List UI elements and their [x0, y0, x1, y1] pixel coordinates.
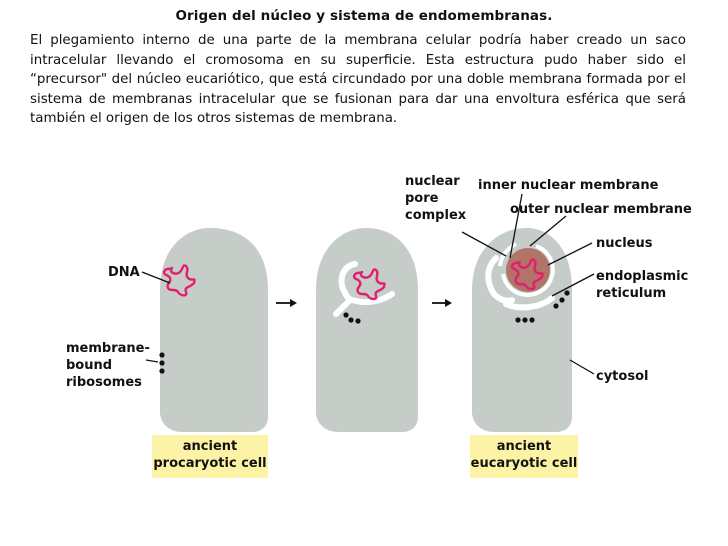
nucleus: [506, 248, 550, 292]
endoplasmic-reticulum: [503, 295, 555, 311]
nuclear-pore-label-line1: nuclear: [405, 174, 460, 189]
caption-line: eucaryotic cell: [470, 456, 578, 471]
dna-strand: [162, 264, 196, 297]
membrane-bound-label-line2: bound: [66, 358, 112, 373]
transition-arrow: [432, 299, 452, 307]
dna-strand: [352, 268, 386, 301]
dna-strand: [510, 258, 544, 291]
inner-membrane-pointer: [509, 193, 523, 259]
cytosol-pointer: [569, 359, 595, 375]
transition-arrow: [276, 299, 297, 307]
ribosomes-pointer: [145, 359, 159, 363]
cytosol-label: cytosol: [596, 369, 648, 384]
nuclear-pore-label-line2: pore: [405, 191, 439, 206]
outer-nuclear-membrane: [498, 242, 517, 267]
intermediate-cell: [316, 228, 418, 432]
membrane-infolding: [349, 291, 395, 305]
description-paragraph: El plegamiento interno de una parte de l…: [30, 33, 686, 127]
prokaryotic-caption: ancient procaryotic cell: [152, 435, 268, 478]
er-pointer: [551, 273, 595, 297]
er-label-line1: endoplasmic: [596, 269, 688, 284]
ribosome-dots: [515, 290, 570, 323]
inner-nuclear-membrane: [501, 244, 555, 298]
outer-membrane-pointer: [529, 215, 567, 247]
page-title: Origen del núcleo y sistema de endomembr…: [175, 8, 553, 24]
membrane-bound-label-line1: membrane-: [66, 341, 150, 356]
dna-pointer: [141, 271, 171, 284]
endoplasmic-reticulum: [485, 255, 515, 304]
membrane-infolding: [333, 261, 358, 317]
dna-label: DNA: [108, 265, 140, 280]
membrane-bound-label-line3: ribosomes: [66, 375, 142, 390]
cell-body: [160, 228, 268, 432]
er-label-line2: reticulum: [596, 286, 666, 301]
caption-line: ancient: [496, 439, 552, 454]
nucleus-pointer: [547, 242, 593, 266]
nuclear-pore-pointer: [461, 231, 507, 257]
eukaryotic-cell: [472, 228, 572, 432]
label-pointers: [141, 193, 595, 375]
cell-body: [316, 228, 418, 432]
ribosome-dots: [343, 312, 361, 324]
nucleus-label: nucleus: [596, 236, 653, 251]
inner-nuclear-membrane-label: inner nuclear membrane: [478, 178, 659, 193]
caption-line: procaryotic cell: [153, 456, 267, 471]
eukaryotic-caption: ancient eucaryotic cell: [470, 435, 578, 478]
nuclear-pore-label-line3: complex: [405, 208, 467, 223]
outer-nuclear-membrane-label: outer nuclear membrane: [510, 202, 692, 217]
ribosome-dots: [159, 352, 165, 374]
prokaryotic-cell: [159, 228, 268, 432]
caption-line: ancient: [182, 439, 238, 454]
